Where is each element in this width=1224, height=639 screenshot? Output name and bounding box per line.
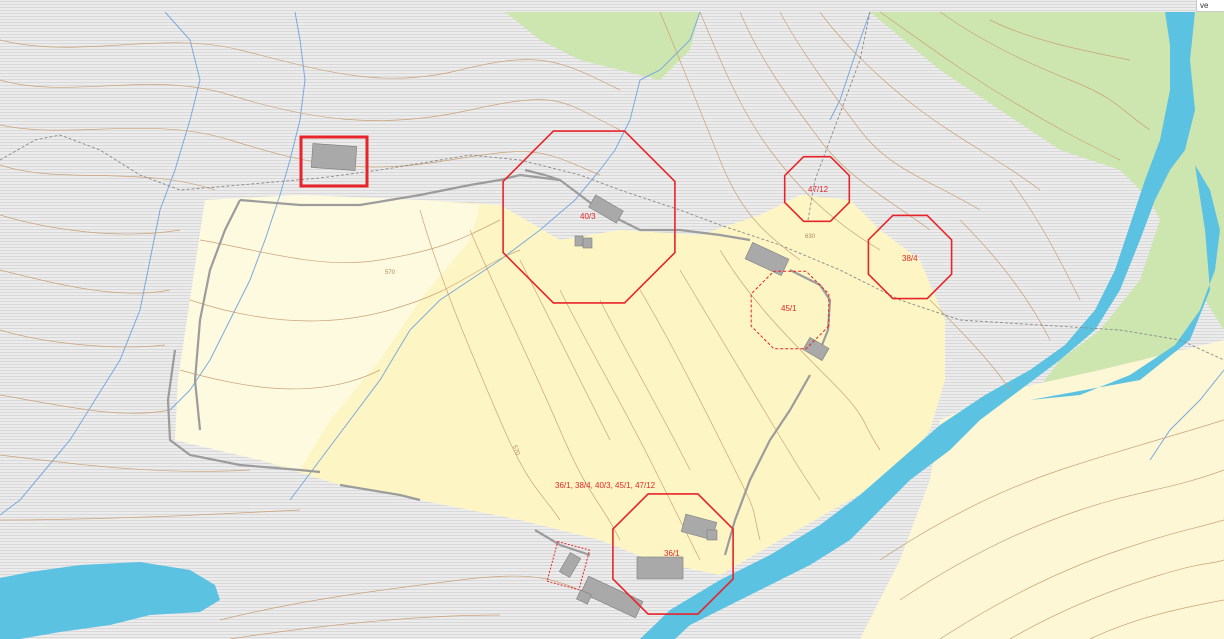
dashed-building-frame[interactable] — [546, 540, 591, 591]
open-land-southeast — [860, 340, 1224, 639]
building — [310, 143, 358, 171]
building — [582, 237, 593, 249]
property-marker-label: 47/12 — [808, 185, 829, 194]
property-marker-40-3[interactable] — [502, 130, 676, 304]
contour-label: 630 — [805, 234, 816, 240]
contour-lines — [0, 11, 1224, 639]
boundary-lines — [0, 11, 1224, 361]
forest-area-northeast — [870, 12, 1224, 330]
corner-label[interactable]: ve — [1196, 0, 1224, 12]
building — [744, 241, 790, 277]
property-marker-label: 40/3 — [580, 212, 596, 221]
river-branch-east — [1030, 165, 1220, 400]
buildings — [310, 143, 830, 619]
highlighted-building-frame[interactable] — [299, 135, 369, 188]
property-marker-38-4[interactable] — [867, 214, 953, 300]
farmland-pale — [175, 195, 480, 470]
forest-area-east — [1030, 165, 1210, 400]
building — [636, 556, 684, 580]
property-marker-label: 45/1 — [781, 304, 797, 313]
property-marker-label: 38/4 — [902, 254, 918, 263]
property-marker-45-1[interactable] — [750, 270, 830, 350]
area-label: 36/1, 38/4, 40/3, 45/1, 47/12 — [555, 481, 656, 490]
streams — [0, 11, 1224, 516]
roads — [166, 168, 832, 557]
river — [640, 12, 1195, 639]
property-marker-label: 36/1 — [664, 549, 680, 558]
building — [706, 529, 718, 541]
forest-area-north — [505, 12, 700, 80]
marker-layer: 40/3 47/12 38/4 45/1 36/1 — [502, 130, 953, 615]
building — [558, 552, 582, 578]
property-marker-47-12[interactable] — [783, 155, 851, 223]
building — [574, 235, 584, 247]
building — [576, 589, 592, 605]
contour-label: 570 — [511, 445, 520, 457]
lake-southwest — [0, 562, 220, 639]
building — [802, 337, 830, 361]
building — [580, 575, 644, 619]
building — [588, 194, 624, 224]
property-marker-36-1[interactable] — [612, 493, 734, 615]
contour-label: 570 — [385, 270, 396, 276]
